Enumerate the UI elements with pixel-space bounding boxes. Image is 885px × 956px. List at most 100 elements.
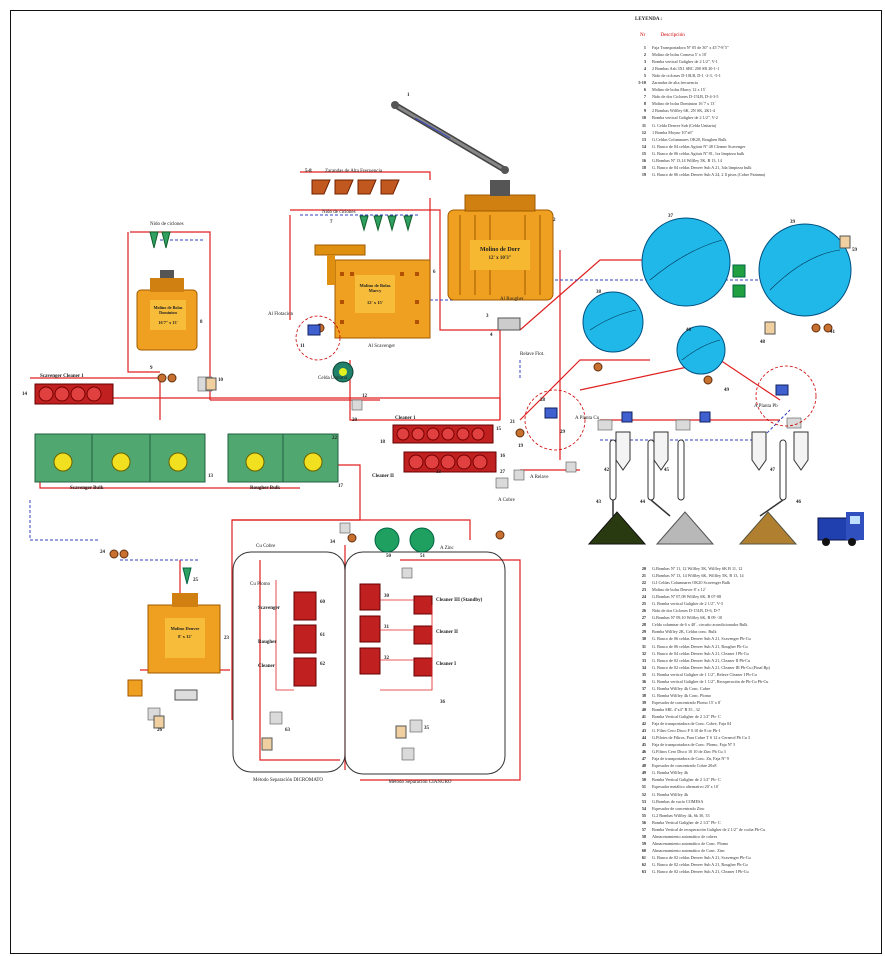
- legend-item-number: 34: [624, 664, 652, 671]
- flotation-columns-bulk: [35, 434, 338, 482]
- legend-row: 47Faja de transportadora de Conc. Zn, Fa…: [624, 755, 876, 762]
- legend-item-number: 2: [624, 51, 652, 58]
- legend-item-number: 35: [624, 671, 652, 678]
- equip-num-21: 21: [510, 420, 515, 425]
- equip-num-24: 24: [100, 550, 105, 555]
- legend-item-number: 31: [624, 643, 652, 650]
- equip-num-32: 32: [384, 656, 389, 661]
- legend-row: 35G. Bomba vertical Galigher de 1 1/2", …: [624, 671, 876, 678]
- legend-item-number: 40: [624, 706, 652, 713]
- legend-row: 6Molino de bolas Marcy 12 x 15´: [624, 86, 876, 93]
- label-al-flotacion: Al Flotacion: [268, 312, 293, 317]
- label-scavenger-bulk: Scavenger Bulk: [70, 486, 103, 491]
- equip-num-15: 15: [496, 427, 501, 432]
- legend-item-description: Bomba vertical Galigher de 2 1/2", V-1: [652, 58, 876, 65]
- legend-item-number: 18: [624, 164, 652, 171]
- legend-item-description: Almacenamiento automático de cobres: [652, 833, 876, 840]
- legend-row: 15G. Banco de 06 celdas Agitair Nº 81, 1…: [624, 150, 876, 157]
- legend-item-description: Molino de bolas Marcy 12 x 15´: [652, 86, 876, 93]
- label-nido-ciclones-left: Nido de ciclones: [150, 222, 184, 227]
- label-a-cobre: A Cobre: [498, 498, 515, 503]
- legend-row: 5Nido de ciclones D-10LB, D-1 -2-3, -5-1: [624, 72, 876, 79]
- legend-row: 5-10Zarandas de alta frecuencia: [624, 79, 876, 86]
- equip-num-40: 40: [686, 328, 691, 333]
- label-cleaner-2: Cleaner II: [372, 474, 394, 479]
- legend-row: 52G. Bomba Wilfley 4k: [624, 791, 876, 798]
- legend-row: 61G. Banco de 02 celdas Denver Sub A 21,…: [624, 854, 876, 861]
- legend-item-description: Molino de bolas Dominion 16´7 x 13´: [652, 100, 876, 107]
- label-cu-cobre: Cu Cobre: [256, 544, 275, 549]
- legend-item-number: 19: [624, 171, 652, 178]
- label-metodo-right: Método Separación CIANURO: [380, 780, 460, 786]
- label-cleaner: Cleaner: [258, 664, 275, 669]
- legend-row: 92 Bombas Wilfley 6K, 2N SK, 2K1-4: [624, 107, 876, 114]
- legend-row: 20G.Bombas Nº 11, 12 Wilfley 5K, Wilfley…: [624, 565, 876, 572]
- label-cleaner-3: Cleaner III (Standby): [436, 598, 482, 603]
- legend-item-number: 59: [624, 840, 652, 847]
- legend-item-number: 30: [624, 635, 652, 642]
- legend-item-description: G. Banco de 06 celdas Agitair Nº 81, 1ra…: [652, 150, 876, 157]
- legend-item-number: 3: [624, 58, 652, 65]
- legend-row: 50Bomba Vertical Galigher de 2 1/2" Pb- …: [624, 776, 876, 783]
- legend-item-description: Espesador de concentrado Plomo 15' x 8´: [652, 699, 876, 706]
- legend-item-description: Almacenamiento automático de Conc. Plomo: [652, 840, 876, 847]
- equip-num-6: 6: [433, 270, 436, 275]
- label-a-zinc: A Zinc: [440, 546, 454, 551]
- legend-row: 43G. Filtro Cero Disco F 0.10 de 8 ctr P…: [624, 727, 876, 734]
- label-metodo-left: Método Separación DICROMATO: [248, 778, 328, 784]
- label-molino-dorr-size: 12' x 10'3": [470, 256, 530, 261]
- equip-num-13: 13: [208, 474, 213, 479]
- legend-row: 53G.Bombas de vacío COMESA: [624, 798, 876, 805]
- label-nido-ciclones-mid: Nido de ciclones: [322, 210, 356, 215]
- legend-row: 27G.Bombas Nº 09,10 Wilfley 6K, B 09 -10: [624, 614, 876, 621]
- legend-column-headers: Nr Descripción: [640, 33, 685, 38]
- label-molino-dorr: Molino de Dorr: [470, 247, 530, 253]
- legend-row: 28Celda columnar de 6 x 40´, circuito ac…: [624, 621, 876, 628]
- equip-num-10: 10: [218, 378, 223, 383]
- legend-item-number: 22: [624, 579, 652, 586]
- label-cleaner-1b: Cleaner I: [436, 662, 456, 667]
- legend-item-number: 41: [624, 713, 652, 720]
- legend-row: 49G. Bomba Wilfley 4k: [624, 769, 876, 776]
- legend-item-description: Molino de bolas Denver 8' x 12´: [652, 586, 876, 593]
- legend-item-description: G. Filtro Cero Disco F 0.10 de 8 ctr Pb-…: [652, 727, 876, 734]
- legend-row: 1Faja Transportadora Nº 05 de 30" x 45´7…: [624, 44, 876, 51]
- label-scavenger: Scavenger: [258, 606, 280, 611]
- equip-num-25: 25: [193, 578, 198, 583]
- legend-row: 63G. Banco de 02 celdas Denver Sub A 21,…: [624, 868, 876, 875]
- legend-item-description: Faja Transportadora Nº 05 de 30" x 45´7-…: [652, 44, 876, 51]
- equip-num-9: 9: [150, 366, 153, 371]
- equip-num-34: 34: [330, 540, 335, 545]
- equip-num-59: 59: [852, 248, 857, 253]
- equip-num-7: 7: [330, 220, 333, 225]
- legend-item-number: 21: [624, 572, 652, 579]
- conveyor-belt-1: [391, 101, 509, 174]
- label-zarandas: Zarandas de Alta Frecuencia: [325, 169, 382, 174]
- legend-item-description: Faja de transportadora de Conc. Cobre, F…: [652, 720, 876, 727]
- legend-row: 38G. Bomba Wilfley 4k Conc. Plomo: [624, 692, 876, 699]
- legend-item-number: 12: [624, 129, 652, 136]
- legend-item-number: 8: [624, 100, 652, 107]
- thickener-pumps: [733, 265, 745, 297]
- legend-item-description: G. Bomba vertical Galigher de 1 1/2", Re…: [652, 671, 876, 678]
- legend-row: 54Espesador de concentrado Zinc: [624, 805, 876, 812]
- legend-item-description: Nido de dos Ciclones D-15LB, D-4-3-5: [652, 93, 876, 100]
- equip-num-41: 41: [830, 330, 835, 335]
- legend-item-description: G. Banco de 02 celdas Denver Sub A 21, C…: [652, 664, 876, 671]
- legend-row: 7Nido de dos Ciclones D-15LB, D-4-3-5: [624, 93, 876, 100]
- legend-item-number: 36: [624, 678, 652, 685]
- legend-row: 42Faja de transportadora de Conc. Cobre,…: [624, 720, 876, 727]
- legend-item-number: 43: [624, 727, 652, 734]
- legend-item-description: G. Banco de 02 celdas Denver Sub A 21, C…: [652, 868, 876, 875]
- equip-num-12: 12: [362, 394, 367, 399]
- legend-item-number: 60: [624, 847, 652, 854]
- legend-item-description: G. Banco de 06 celdas Denver Sub A 21, S…: [652, 635, 876, 642]
- equip-num-31: 31: [384, 625, 389, 630]
- legend-item-number: 29: [624, 628, 652, 635]
- legend-item-number: 45: [624, 741, 652, 748]
